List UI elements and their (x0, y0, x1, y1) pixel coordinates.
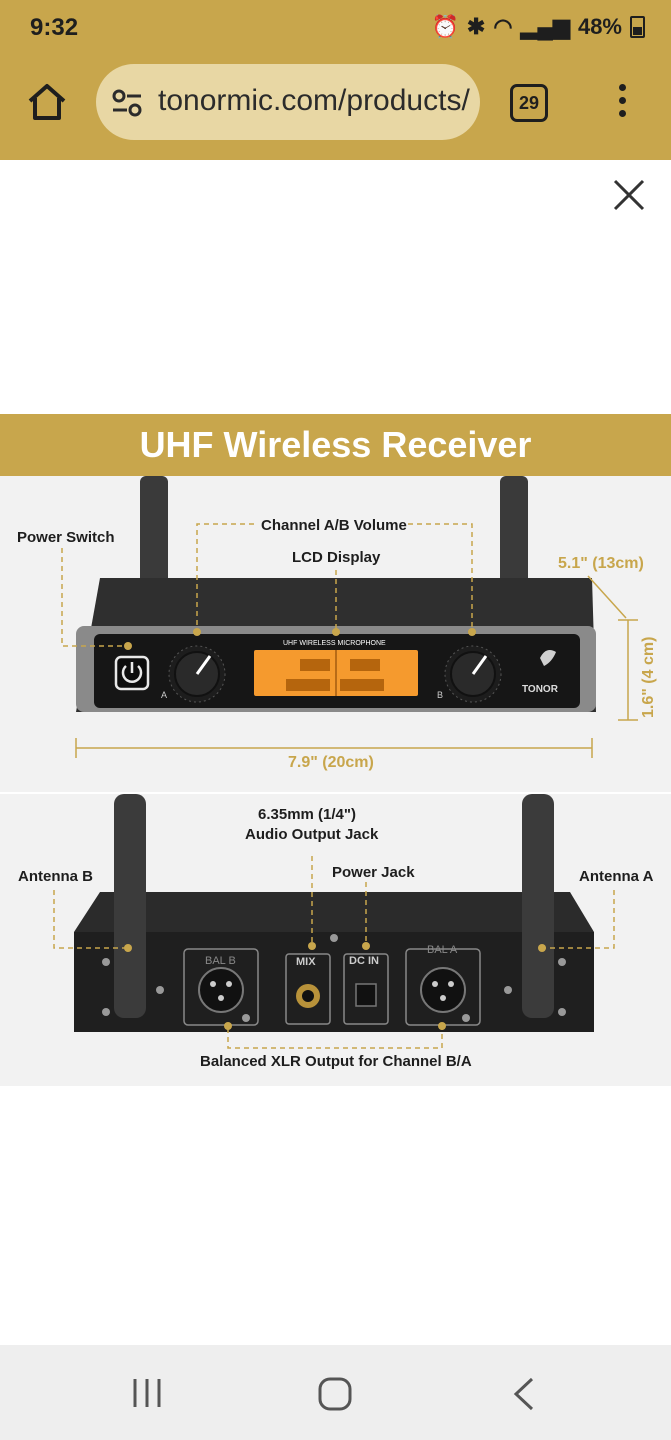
audio-jack-size-label: 6.35mm (1/4") (258, 806, 356, 823)
status-icons: ⏰ ✱ ◠ ▂▄▆ 48% (431, 14, 645, 40)
bal-b-label: BAL B (205, 955, 236, 967)
height-dimension: 1.6" (4 cm) (640, 636, 657, 718)
front-annotation-lines (61, 523, 638, 758)
wifi-icon: ◠ (493, 14, 513, 39)
width-dimension: 7.9" (20cm) (288, 754, 374, 771)
rear-view-illustration (53, 794, 615, 1049)
antenna-a-label: Antenna A (579, 868, 654, 885)
dc-frame (343, 953, 389, 1025)
xlr-b-frame (183, 948, 259, 1026)
tonor-logo-icon (540, 650, 556, 666)
address-bar[interactable]: tonormic.com/products/ (96, 64, 480, 140)
tab-switcher-button[interactable]: 29 (510, 84, 548, 122)
battery-percent: 48% (577, 14, 622, 39)
front-view-illustration (76, 476, 596, 712)
more-menu-icon[interactable] (612, 84, 632, 120)
recents-icon[interactable] (130, 1377, 166, 1409)
browser-chrome: 9:32 ⏰ ✱ ◠ ▂▄▆ 48% tonormic.com/products… (0, 0, 671, 160)
status-time: 9:32 (30, 14, 79, 41)
battery-icon (630, 16, 645, 38)
lcd-title: UHF WIRELESS MICROPHONE (283, 640, 386, 647)
xlr-b-socket (198, 967, 244, 1013)
brand-logo-text: TONOR (522, 684, 558, 695)
mix-frame (285, 953, 331, 1025)
system-nav-bar (0, 1345, 671, 1440)
antenna-right (500, 476, 528, 588)
xlr-output-label: Balanced XLR Output for Channel B/A (200, 1053, 472, 1070)
knob-a-label: A (161, 690, 168, 700)
bal-a-label: BAL A (427, 944, 458, 956)
antenna-b-label: Antenna B (18, 868, 93, 885)
power-switch-label: Power Switch (17, 529, 115, 546)
channel-volume-label: Channel A/B Volume (261, 517, 407, 534)
power-jack-label: Power Jack (332, 864, 415, 881)
signal-icon: ▂▄▆ (520, 14, 570, 39)
product-banner-title: UHF Wireless Receiver (0, 414, 671, 476)
dc-in-label: DC IN (349, 955, 379, 967)
antenna-left (140, 476, 168, 588)
back-icon[interactable] (510, 1377, 536, 1411)
antenna-a (522, 794, 554, 1018)
dc-jack (355, 983, 377, 1007)
bluetooth-icon: ✱ (466, 14, 486, 39)
audio-output-jack-label: Audio Output Jack (245, 826, 379, 843)
url-text[interactable]: tonormic.com/products/ (158, 84, 470, 117)
close-icon[interactable] (612, 178, 646, 212)
site-settings-icon[interactable] (112, 89, 142, 117)
antenna-b (114, 794, 146, 1018)
lcd-display-label: LCD Display (292, 549, 381, 566)
home-nav-icon[interactable] (318, 1377, 352, 1411)
status-bar: 9:32 ⏰ ✱ ◠ ▂▄▆ 48% (0, 0, 671, 60)
depth-dimension: 5.1" (13cm) (558, 555, 644, 572)
home-icon[interactable] (26, 82, 68, 122)
xlr-a-socket (420, 967, 466, 1013)
alarm-icon: ⏰ (431, 14, 459, 39)
mix-label: MIX (296, 956, 316, 968)
knob-b-label: B (437, 690, 444, 700)
